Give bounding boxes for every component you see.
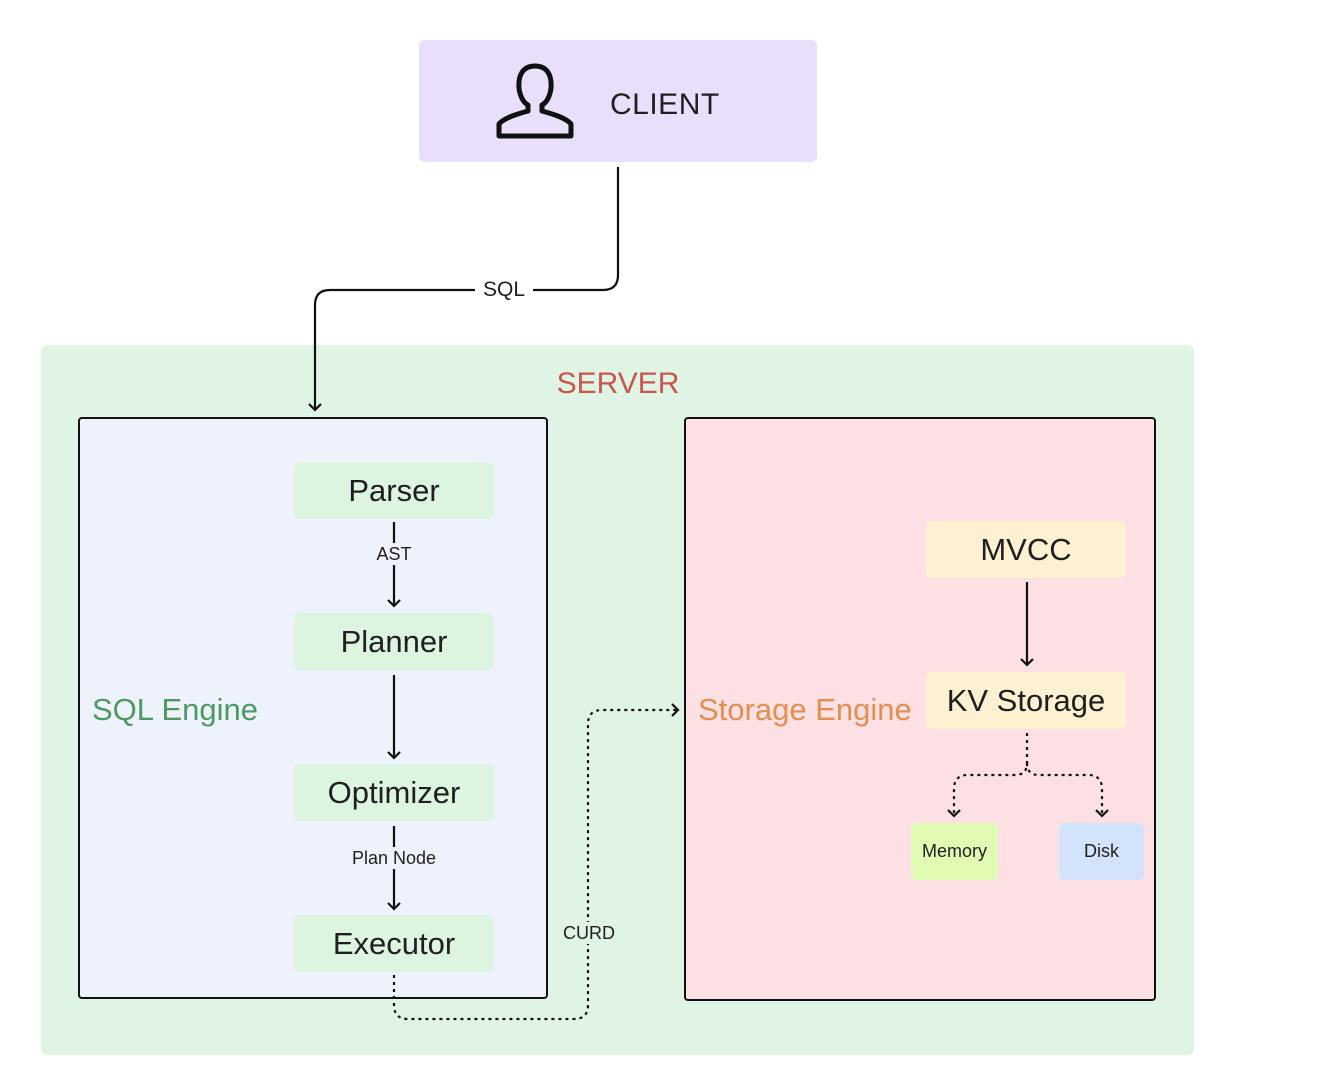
parser-node: Parser	[294, 462, 494, 519]
client-label: CLIENT	[610, 88, 720, 121]
client-box: CLIENT	[419, 40, 817, 162]
plan-node-edge-label: Plan Node	[342, 847, 446, 869]
ast-edge-label: AST	[369, 543, 419, 565]
storage-engine-label: Storage Engine	[698, 692, 912, 727]
client-to-sql-edge	[308, 167, 620, 412]
memory-node: Memory	[911, 823, 998, 880]
mvcc-node: MVCC	[926, 521, 1126, 578]
executor-to-storage-edge	[392, 703, 680, 1021]
kv-to-disk-edge	[1025, 762, 1109, 818]
executor-node: Executor	[294, 915, 494, 972]
curd-edge-label: CURD	[561, 922, 617, 944]
sql-engine-label: SQL Engine	[92, 692, 259, 727]
kv-storage-node: KV Storage	[926, 672, 1126, 729]
server-title: SERVER	[556, 367, 680, 400]
disk-node: Disk	[1059, 823, 1144, 880]
sql-edge-label: SQL	[475, 277, 534, 303]
user-icon	[496, 63, 574, 139]
kv-to-memory-edge	[947, 733, 1029, 818]
planner-node: Planner	[294, 613, 494, 670]
optimizer-node: Optimizer	[294, 764, 494, 821]
